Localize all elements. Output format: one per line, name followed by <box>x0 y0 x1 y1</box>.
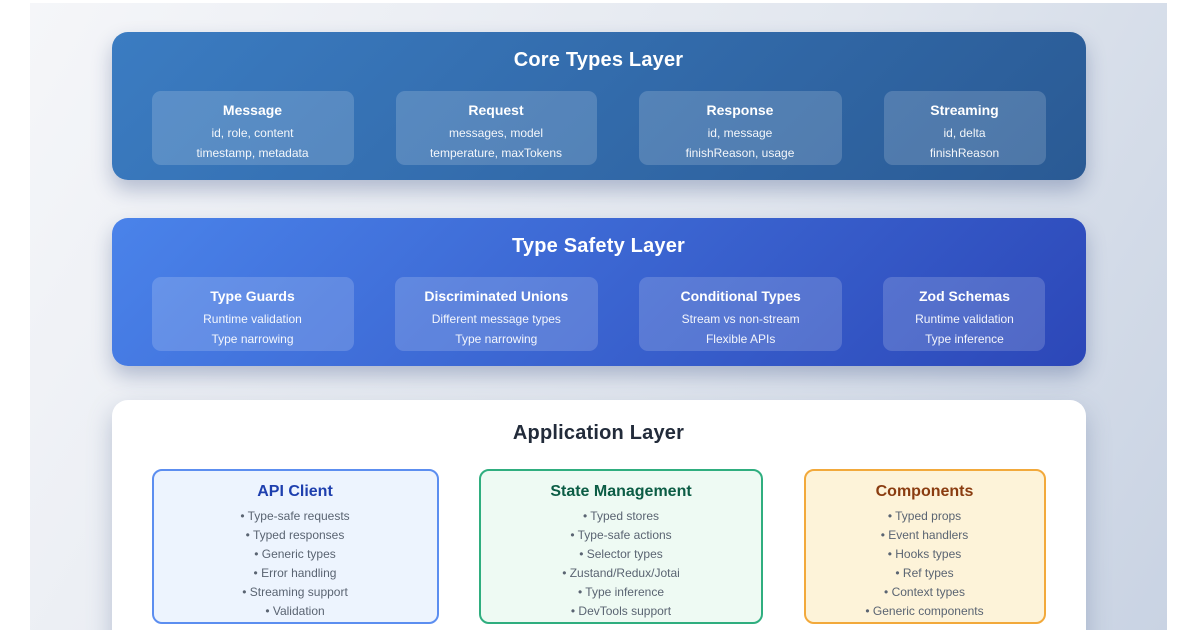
type-card-fields: timestamp, metadata <box>196 146 309 160</box>
feature-item: • DevTools support <box>570 604 672 618</box>
feature-item: • Generic components <box>865 604 984 618</box>
safety-card-title: Discriminated Unions <box>424 288 569 304</box>
feature-item: • Type-safe requests <box>240 509 350 523</box>
safety-card-title: Type Guards <box>210 288 295 304</box>
type-card-fields: temperature, maxTokens <box>429 146 563 160</box>
app-card-title: Components <box>875 483 974 500</box>
feature-item: • Validation <box>265 604 325 618</box>
type-card-request: Request messages, model temperature, max… <box>395 91 597 165</box>
feature-item: • Typed props <box>887 509 962 523</box>
feature-item: • Streaming support <box>242 585 348 599</box>
app-card-components: Components • Typed props • Event handler… <box>803 469 1046 624</box>
safety-card-detail: Type inference <box>925 332 1004 346</box>
layer-core-types: Core Types Layer Message id, role, conte… <box>111 32 1086 180</box>
type-card-fields: messages, model <box>448 126 544 140</box>
app-card-feature-list: • Typed stores • Type-safe actions • Sel… <box>481 507 761 621</box>
feature-item: • Context types <box>884 585 965 599</box>
type-safety-card-row: Type Guards Runtime validation Type narr… <box>112 258 1086 351</box>
feature-item: • Ref types <box>895 566 954 580</box>
app-card-api-client: API Client • Type-safe requests • Typed … <box>151 469 439 624</box>
safety-card-detail: Type narrowing <box>455 332 538 346</box>
type-safety-layer-title: Type Safety Layer <box>511 235 686 257</box>
safety-card-zod-schemas: Zod Schemas Runtime validation Type infe… <box>883 277 1046 351</box>
safety-card-conditional-types: Conditional Types Stream vs non-stream F… <box>639 277 843 351</box>
safety-card-detail: Type narrowing <box>211 332 294 346</box>
feature-item: • Type inference <box>577 585 665 599</box>
type-card-fields: id, message <box>707 126 773 140</box>
safety-card-detail: Runtime validation <box>915 312 1014 326</box>
core-types-layer-title: Core Types Layer <box>513 49 684 71</box>
app-card-feature-list: • Type-safe requests • Typed responses •… <box>154 507 437 621</box>
safety-card-discriminated-unions: Discriminated Unions Different message t… <box>394 277 598 351</box>
diagram-content-column: Core Types Layer Message id, role, conte… <box>111 32 1086 630</box>
feature-item: • Type-safe actions <box>570 528 672 542</box>
type-card-title: Request <box>468 102 524 118</box>
type-card-fields: id, delta <box>943 126 986 140</box>
safety-card-detail: Different message types <box>431 312 561 326</box>
feature-item: • Selector types <box>579 547 663 561</box>
app-card-state-management: State Management • Typed stores • Type-s… <box>479 469 763 624</box>
feature-item: • Zustand/Redux/Jotai <box>562 566 680 580</box>
feature-item: • Error handling <box>253 566 337 580</box>
app-card-title: State Management <box>550 483 692 500</box>
type-card-fields: finishReason <box>929 146 1000 160</box>
safety-card-detail: Stream vs non-stream <box>681 312 800 326</box>
feature-item: • Typed stores <box>582 509 660 523</box>
safety-card-title: Zod Schemas <box>918 288 1010 304</box>
core-types-card-row: Message id, role, content timestamp, met… <box>112 72 1086 165</box>
safety-card-title: Conditional Types <box>680 288 801 304</box>
feature-item: • Hooks types <box>887 547 962 561</box>
type-card-streaming: Streaming id, delta finishReason <box>883 91 1046 165</box>
type-card-title: Streaming <box>930 102 999 118</box>
safety-card-detail: Runtime validation <box>203 312 302 326</box>
type-card-message: Message id, role, content timestamp, met… <box>151 91 354 165</box>
type-card-fields: finishReason, usage <box>685 146 795 160</box>
feature-item: • Typed responses <box>245 528 345 542</box>
type-card-title: Message <box>222 102 283 118</box>
layer-type-safety: Type Safety Layer Type Guards Runtime va… <box>111 218 1086 366</box>
app-card-title: API Client <box>257 483 333 500</box>
feature-item: • Event handlers <box>880 528 969 542</box>
application-layer-title: Application Layer <box>512 422 685 444</box>
type-card-title: Response <box>706 102 774 118</box>
application-card-row: API Client • Type-safe requests • Typed … <box>112 445 1086 624</box>
layer-application: Application Layer API Client • Type-safe… <box>111 400 1086 630</box>
app-card-feature-list: • Typed props • Event handlers • Hooks t… <box>806 507 1044 621</box>
safety-card-type-guards: Type Guards Runtime validation Type narr… <box>151 277 354 351</box>
type-card-response: Response id, message finishReason, usage <box>638 91 842 165</box>
type-card-fields: id, role, content <box>211 126 294 140</box>
feature-item: • Generic types <box>254 547 336 561</box>
safety-card-detail: Flexible APIs <box>705 332 776 346</box>
diagram-canvas: Core Types Layer Message id, role, conte… <box>30 3 1167 630</box>
